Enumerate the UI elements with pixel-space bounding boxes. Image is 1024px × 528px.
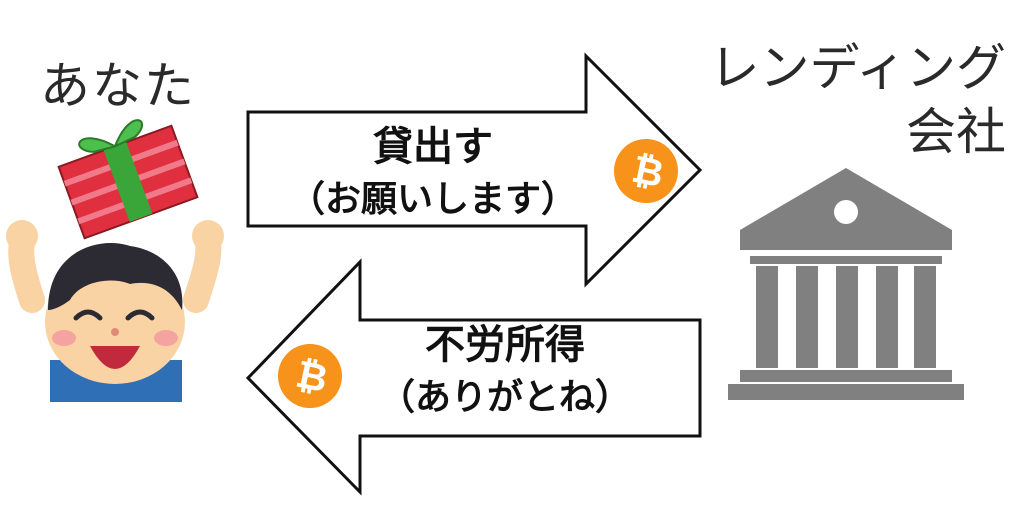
lend-arrow-text: 貸出す （お願いします） bbox=[268, 120, 598, 226]
bitcoin-icon: ₿ bbox=[614, 139, 678, 203]
lend-arrow bbox=[246, 52, 703, 288]
bank-building-icon bbox=[728, 168, 964, 400]
return-title: 不労所得 bbox=[425, 322, 585, 368]
gift-icon bbox=[57, 119, 199, 240]
happy-person-icon bbox=[6, 220, 224, 402]
bitcoin-icon: ₿ bbox=[278, 344, 342, 408]
lend-title: 貸出す bbox=[373, 124, 493, 170]
company-label-line2: 会社 bbox=[906, 103, 1006, 161]
you-label: あなた bbox=[40, 57, 196, 115]
company-label-line1: レンディング bbox=[709, 39, 1007, 97]
return-arrow-text: 不労所得 （ありがとね） bbox=[340, 318, 670, 424]
lend-subtitle: （お願いします） bbox=[288, 179, 577, 220]
return-subtitle: （ありがとね） bbox=[378, 377, 631, 418]
return-arrow bbox=[245, 258, 702, 496]
lending-company-label: レンディング 会社 bbox=[710, 36, 1007, 164]
